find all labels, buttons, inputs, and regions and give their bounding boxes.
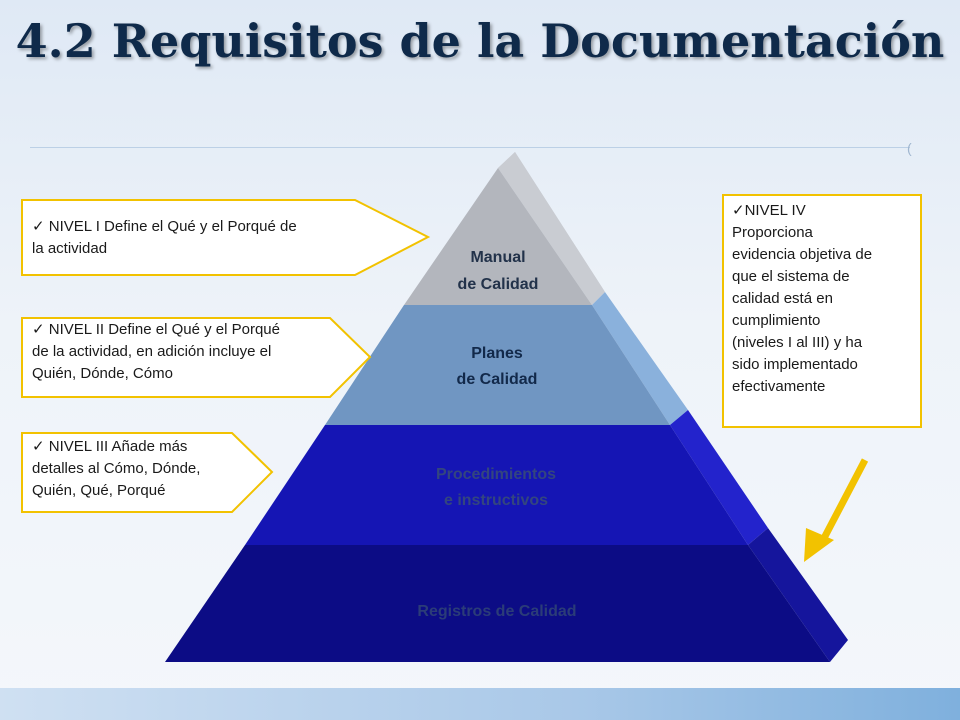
checkmark-icon: ✓: [32, 321, 45, 338]
callout-nivel4-line4: que el sistema de: [732, 268, 850, 285]
callout-nivel4-line6: cumplimiento: [732, 312, 821, 329]
callout-nivel2-line1: ✓ NIVEL II Define el Qué y el Porqué: [32, 319, 352, 341]
callout-nivel1-line2: la actividad: [32, 240, 108, 257]
pyramid-level-1: [404, 168, 592, 305]
pyramid-level-2: [325, 305, 670, 425]
pyramid-side-4: [748, 528, 848, 662]
callout-nivel3-line1: ✓ NIVEL III Añade más: [32, 436, 252, 458]
checkmark-icon: ✓: [32, 438, 45, 455]
callout-nivel4-line3: evidencia objetiva de: [732, 246, 873, 263]
pyramid-level-3: [245, 425, 748, 545]
checkmark-icon: ✓: [732, 202, 745, 219]
checkmark-icon: ✓: [32, 218, 45, 235]
pyramid-side-1b: [498, 152, 605, 305]
callout-nivel4: ✓NIVEL IV Proporciona evidencia objetiva…: [722, 194, 922, 428]
callout-nivel4-line9: efectivamente: [732, 378, 826, 395]
pyramid-side-3: [670, 410, 768, 545]
nivel3-text-1: NIVEL III Añade más: [48, 438, 188, 455]
level-1-label-line1: Manual: [470, 249, 525, 266]
level-3-label-line1: Procedimientos: [436, 466, 556, 483]
level-1-label-line2: de Calidad: [458, 276, 539, 293]
level-2-label-line1: Planes: [471, 345, 523, 362]
callout-nivel3-frame: [21, 432, 274, 513]
callout-nivel1-line1: ✓ NIVEL I Define el Qué y el Porqué de: [32, 216, 362, 238]
callout-nivel3-line2: detalles al Cómo, Dónde,: [32, 460, 201, 477]
callout-nivel4-line1: ✓NIVEL IV: [732, 200, 912, 222]
callout-nivel4-line7: (niveles I al III) y ha: [732, 334, 863, 351]
callout-nivel3-line3: Quién, Qué, Porqué: [32, 482, 166, 499]
callout-nivel4-line8: sido implementado: [732, 356, 858, 373]
callout-nivel1-text: ✓ NIVEL I Define el Qué y el Porqué de l…: [32, 216, 362, 260]
level-3-label-line2: e instructivos: [444, 492, 548, 509]
nivel4-text-1: NIVEL IV: [744, 202, 806, 219]
slide-title: 4.2 Requisitos de la Documentación: [15, 14, 945, 68]
footer-bar: [0, 688, 960, 720]
nivel1-text-1: NIVEL I Define el Qué y el Porqué de: [48, 218, 297, 235]
callout-nivel2-text: ✓ NIVEL II Define el Qué y el Porqué de …: [32, 319, 352, 385]
callout-nivel3-text: ✓ NIVEL III Añade más detalles al Cómo, …: [32, 436, 252, 502]
callout-nivel2-line3: Quién, Dónde, Cómo: [32, 365, 173, 382]
arrow-shaft: [818, 458, 869, 544]
level-4-label: Registros de Calidad: [417, 603, 576, 620]
level-2-label-line2: de Calidad: [457, 371, 538, 388]
title-divider: [30, 147, 910, 148]
arrow-head: [804, 528, 834, 562]
callout-nivel4-line5: calidad está en: [732, 290, 833, 307]
callout-nivel1-frame: [21, 199, 431, 276]
callout-nivel2-frame: [21, 317, 372, 398]
pyramid-side-2: [592, 292, 688, 425]
divider-bracket: (: [907, 140, 912, 156]
callout-nivel2-line2: de la actividad, en adición incluye el: [32, 343, 272, 360]
nivel2-text-1: NIVEL II Define el Qué y el Porqué: [48, 321, 280, 338]
callout-nivel4-line2: Proporciona: [732, 224, 813, 241]
pyramid-level-4: [165, 545, 830, 662]
